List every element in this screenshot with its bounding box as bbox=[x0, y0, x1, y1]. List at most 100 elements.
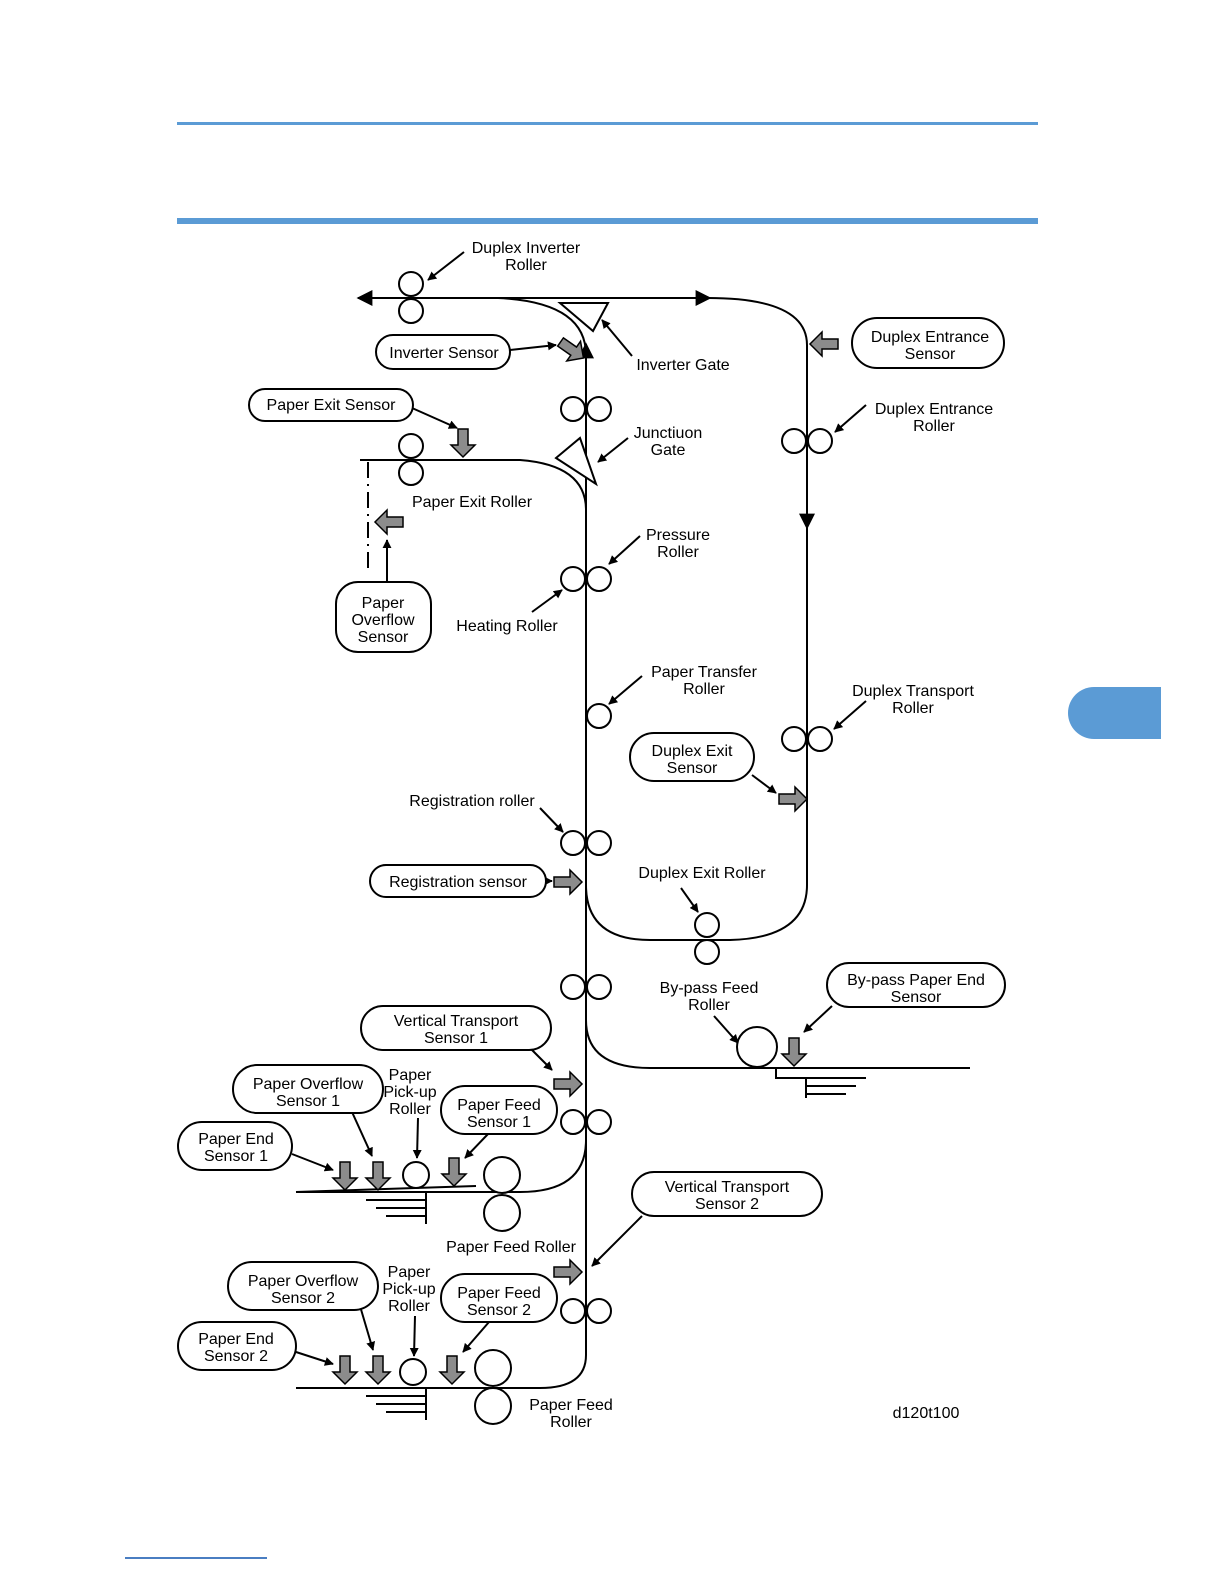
vertical-roller-pair-1 bbox=[560, 974, 612, 1000]
paper-feed-roller-1-label-line: Paper Feed Roller bbox=[446, 1239, 577, 1256]
duplex-entrance-sensor-label-line: Sensor bbox=[905, 346, 956, 363]
paper-overflow-sensor-2-label-line: Paper Overflow bbox=[248, 1273, 359, 1290]
paper-feed-sensor-2-label-line: Sensor 2 bbox=[467, 1302, 531, 1319]
tray1-stack bbox=[295, 1185, 477, 1224]
paper-exit-roller-pair bbox=[398, 433, 424, 486]
vertical-transport-sensor-2-label-line: Sensor 2 bbox=[695, 1196, 759, 1213]
duplex-loop-path bbox=[585, 297, 808, 941]
vertical-roller-pair-3 bbox=[560, 1298, 612, 1324]
header-rule bbox=[177, 122, 1038, 125]
paper-exit-sensor-box bbox=[248, 388, 414, 422]
paper-overflow-sensor-1-arrow bbox=[364, 1161, 392, 1192]
section-rule bbox=[177, 218, 1038, 224]
paper-feed-sensor-2-box bbox=[440, 1273, 558, 1323]
paper-pickup-roller-2-label-line: Pick-up bbox=[382, 1281, 435, 1298]
pressure-roller-label-line: Pressure bbox=[646, 527, 710, 544]
tray1-path bbox=[296, 1139, 587, 1193]
bypass-paper-end-sensor-box bbox=[826, 962, 1006, 1008]
paper-end-sensor-1-box bbox=[177, 1121, 293, 1171]
paper-exit-sensor-arrow bbox=[449, 428, 477, 459]
vertical-transport-sensor-1-arrow bbox=[553, 1070, 584, 1098]
paper-pickup-roller-2-label-line: Paper bbox=[388, 1264, 431, 1281]
bypass-feed-roller-label-line: Roller bbox=[688, 997, 730, 1014]
paper-transfer-roller-label-line: Paper Transfer bbox=[651, 664, 758, 681]
vertical-transport-sensor-2-box bbox=[631, 1171, 823, 1217]
paper-feed-roller-2-label-line: Roller bbox=[550, 1414, 592, 1431]
paper-feed-sensor-1-arrow bbox=[440, 1157, 468, 1188]
heating-roller-label-line: Heating Roller bbox=[456, 618, 558, 635]
duplex-entrance-roller-pair bbox=[781, 428, 833, 454]
duplex-exit-sensor-box bbox=[629, 732, 755, 782]
bypass-paper-end-sensor-arrow bbox=[780, 1037, 808, 1068]
paper-end-sensor-2-box bbox=[177, 1321, 297, 1371]
tray2-stack bbox=[366, 1388, 427, 1420]
paper-overflow-sensor-label-line: Sensor bbox=[358, 629, 409, 646]
paper-pickup-roller-2 bbox=[399, 1358, 427, 1386]
vertical-transport-sensor-2-arrow bbox=[553, 1258, 584, 1286]
registration-sensor-box bbox=[369, 864, 547, 898]
paper-overflow-sensor-2-arrow bbox=[364, 1355, 392, 1386]
footer-rule bbox=[125, 1557, 267, 1559]
junction-gate bbox=[554, 436, 598, 487]
paper-transfer-roller-label-line: Roller bbox=[683, 681, 725, 698]
duplex-exit-roller-pair bbox=[694, 912, 720, 965]
junction-gate-label-line: Gate bbox=[651, 442, 686, 459]
paper-feed-sensor-2-arrow bbox=[438, 1355, 466, 1386]
paper-overflow-sensor-1-box bbox=[232, 1064, 384, 1114]
duplex-entrance-sensor-arrow bbox=[808, 330, 839, 358]
duplex-entrance-sensor-label-line: Duplex Entrance bbox=[871, 329, 989, 346]
paper-overflow-sensor-arrow bbox=[373, 508, 404, 536]
paper-pickup-roller-1-label-line: Roller bbox=[389, 1101, 431, 1118]
duplex-inverter-roller-label-line: Duplex Inverter bbox=[472, 240, 581, 257]
paper-feed-roller-pair-1 bbox=[483, 1156, 521, 1232]
duplex-transport-roller-label-line: Duplex Transport bbox=[852, 683, 974, 700]
main-vertical-path bbox=[296, 297, 587, 1389]
fusing-roller-pair bbox=[560, 566, 612, 592]
sensor-labels bbox=[177, 317, 1006, 1371]
paper-overflow-sensor-label-line: Overflow bbox=[351, 612, 415, 629]
duplex-exit-sensor-label-line: Duplex Exit bbox=[652, 743, 733, 760]
pressure-roller-label-line: Roller bbox=[657, 544, 699, 561]
figure-id-label-line: d120t100 bbox=[893, 1405, 960, 1422]
paper-feed-sensor-1-label-line: Sensor 1 bbox=[467, 1114, 531, 1131]
registration-roller-label-line: Registration roller bbox=[409, 793, 535, 810]
paper-pickup-roller-2-label-line: Roller bbox=[388, 1298, 430, 1315]
duplex-exit-sensor-arrow bbox=[778, 785, 809, 813]
bypass-path bbox=[585, 1019, 970, 1069]
paper-feed-sensor-2-label-line: Paper Feed bbox=[457, 1285, 541, 1302]
duplex-transport-roller-pair bbox=[781, 726, 833, 752]
paper-pickup-roller-1-label-line: Paper bbox=[389, 1067, 432, 1084]
duplex-exit-sensor-label-line: Sensor bbox=[667, 760, 718, 777]
duplex-entrance-roller-label-line: Duplex Entrance bbox=[875, 401, 993, 418]
paper-end-sensor-2-label-line: Sensor 2 bbox=[204, 1348, 268, 1365]
vertical-roller-pair-2 bbox=[560, 1109, 612, 1135]
paper-overflow-sensor-2-box bbox=[227, 1261, 379, 1311]
duplex-exit-roller-label-line: Duplex Exit Roller bbox=[638, 865, 766, 882]
leader-lines bbox=[291, 251, 867, 1366]
registration-sensor-arrow bbox=[553, 868, 584, 896]
tray-stacks bbox=[295, 1068, 866, 1420]
paper-end-sensor-1-label-line: Paper End bbox=[198, 1131, 274, 1148]
paper-feed-roller-2-label-line: Paper Feed bbox=[529, 1397, 613, 1414]
chapter-tab bbox=[1068, 687, 1161, 739]
paper-overflow-sensor-2-label-line: Sensor 2 bbox=[271, 1290, 335, 1307]
paper-overflow-sensor-box bbox=[335, 581, 432, 653]
paper-exit-sensor-label-line: Paper Exit Sensor bbox=[267, 397, 397, 414]
duplex-entrance-sensor-box bbox=[851, 317, 1005, 369]
registration-sensor-label-line: Registration sensor bbox=[389, 874, 528, 891]
vertical-transport-sensor-1-box bbox=[360, 1005, 552, 1051]
paper-overflow-sensor-1-label-line: Paper Overflow bbox=[253, 1076, 364, 1093]
paper-overflow-sensor-label-line: Paper bbox=[362, 595, 405, 612]
duplex-inverter-roller-pair bbox=[398, 271, 424, 324]
bypass-feed-roller-label-line: By-pass Feed bbox=[660, 980, 759, 997]
duplex-entrance-roller-label-line: Roller bbox=[913, 418, 955, 435]
inverter-gate bbox=[557, 302, 610, 333]
bypass-tray-stack bbox=[775, 1068, 866, 1098]
paper-feed-roller-pair-2 bbox=[474, 1349, 512, 1425]
paper-end-sensor-2-arrow bbox=[331, 1355, 359, 1386]
paper-transfer-roller bbox=[586, 703, 612, 729]
vertical-transport-sensor-2-label-line: Vertical Transport bbox=[665, 1179, 790, 1196]
registration-roller-pair bbox=[560, 830, 612, 856]
